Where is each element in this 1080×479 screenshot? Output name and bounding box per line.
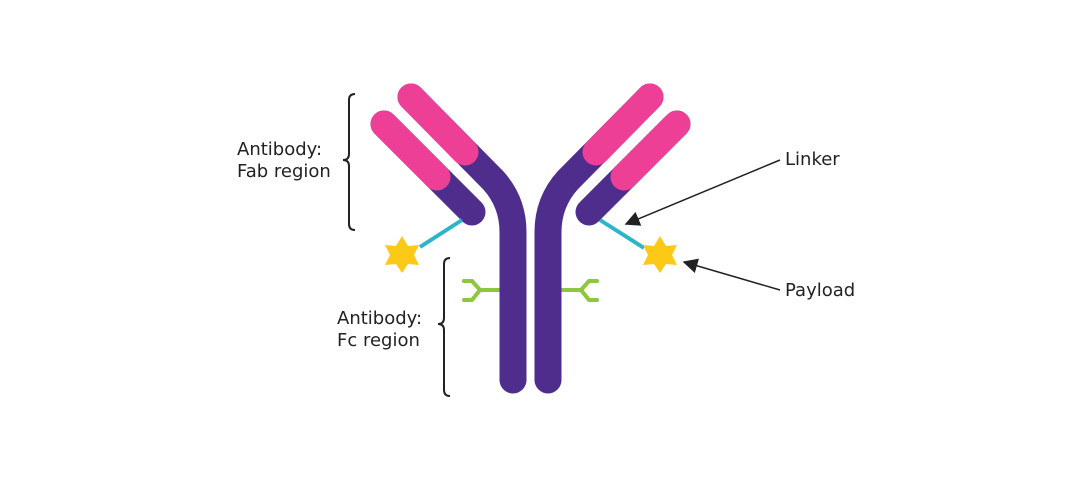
fab-label-line1: Antibody: (237, 139, 323, 160)
fc-bracket (437, 257, 451, 397)
fab-label-line2: Fab region (237, 161, 331, 182)
fc-receptor-right (559, 279, 599, 302)
linker-left (418, 218, 464, 249)
linker-label: Linker (785, 149, 840, 170)
heavy-chain-right (534, 83, 664, 394)
light-chain-right (575, 110, 691, 226)
fc-region-label: Antibody: Fc region (337, 308, 422, 352)
payload-arrow (682, 258, 781, 291)
fc-label-line2: Fc region (337, 330, 420, 351)
fab-bracket (342, 93, 356, 231)
linker-right (598, 218, 646, 250)
fab-region-label: Antibody: Fab region (237, 139, 331, 183)
heavy-chain-left (397, 83, 527, 394)
payload-star-right-icon (643, 236, 677, 273)
fc-label-line1: Antibody: (337, 308, 423, 329)
payload-label: Payload (785, 280, 856, 301)
light-chain-left (370, 110, 486, 226)
payload-star-left-icon (385, 236, 419, 273)
linker-arrow (624, 159, 781, 226)
fc-receptor-left (462, 279, 502, 302)
